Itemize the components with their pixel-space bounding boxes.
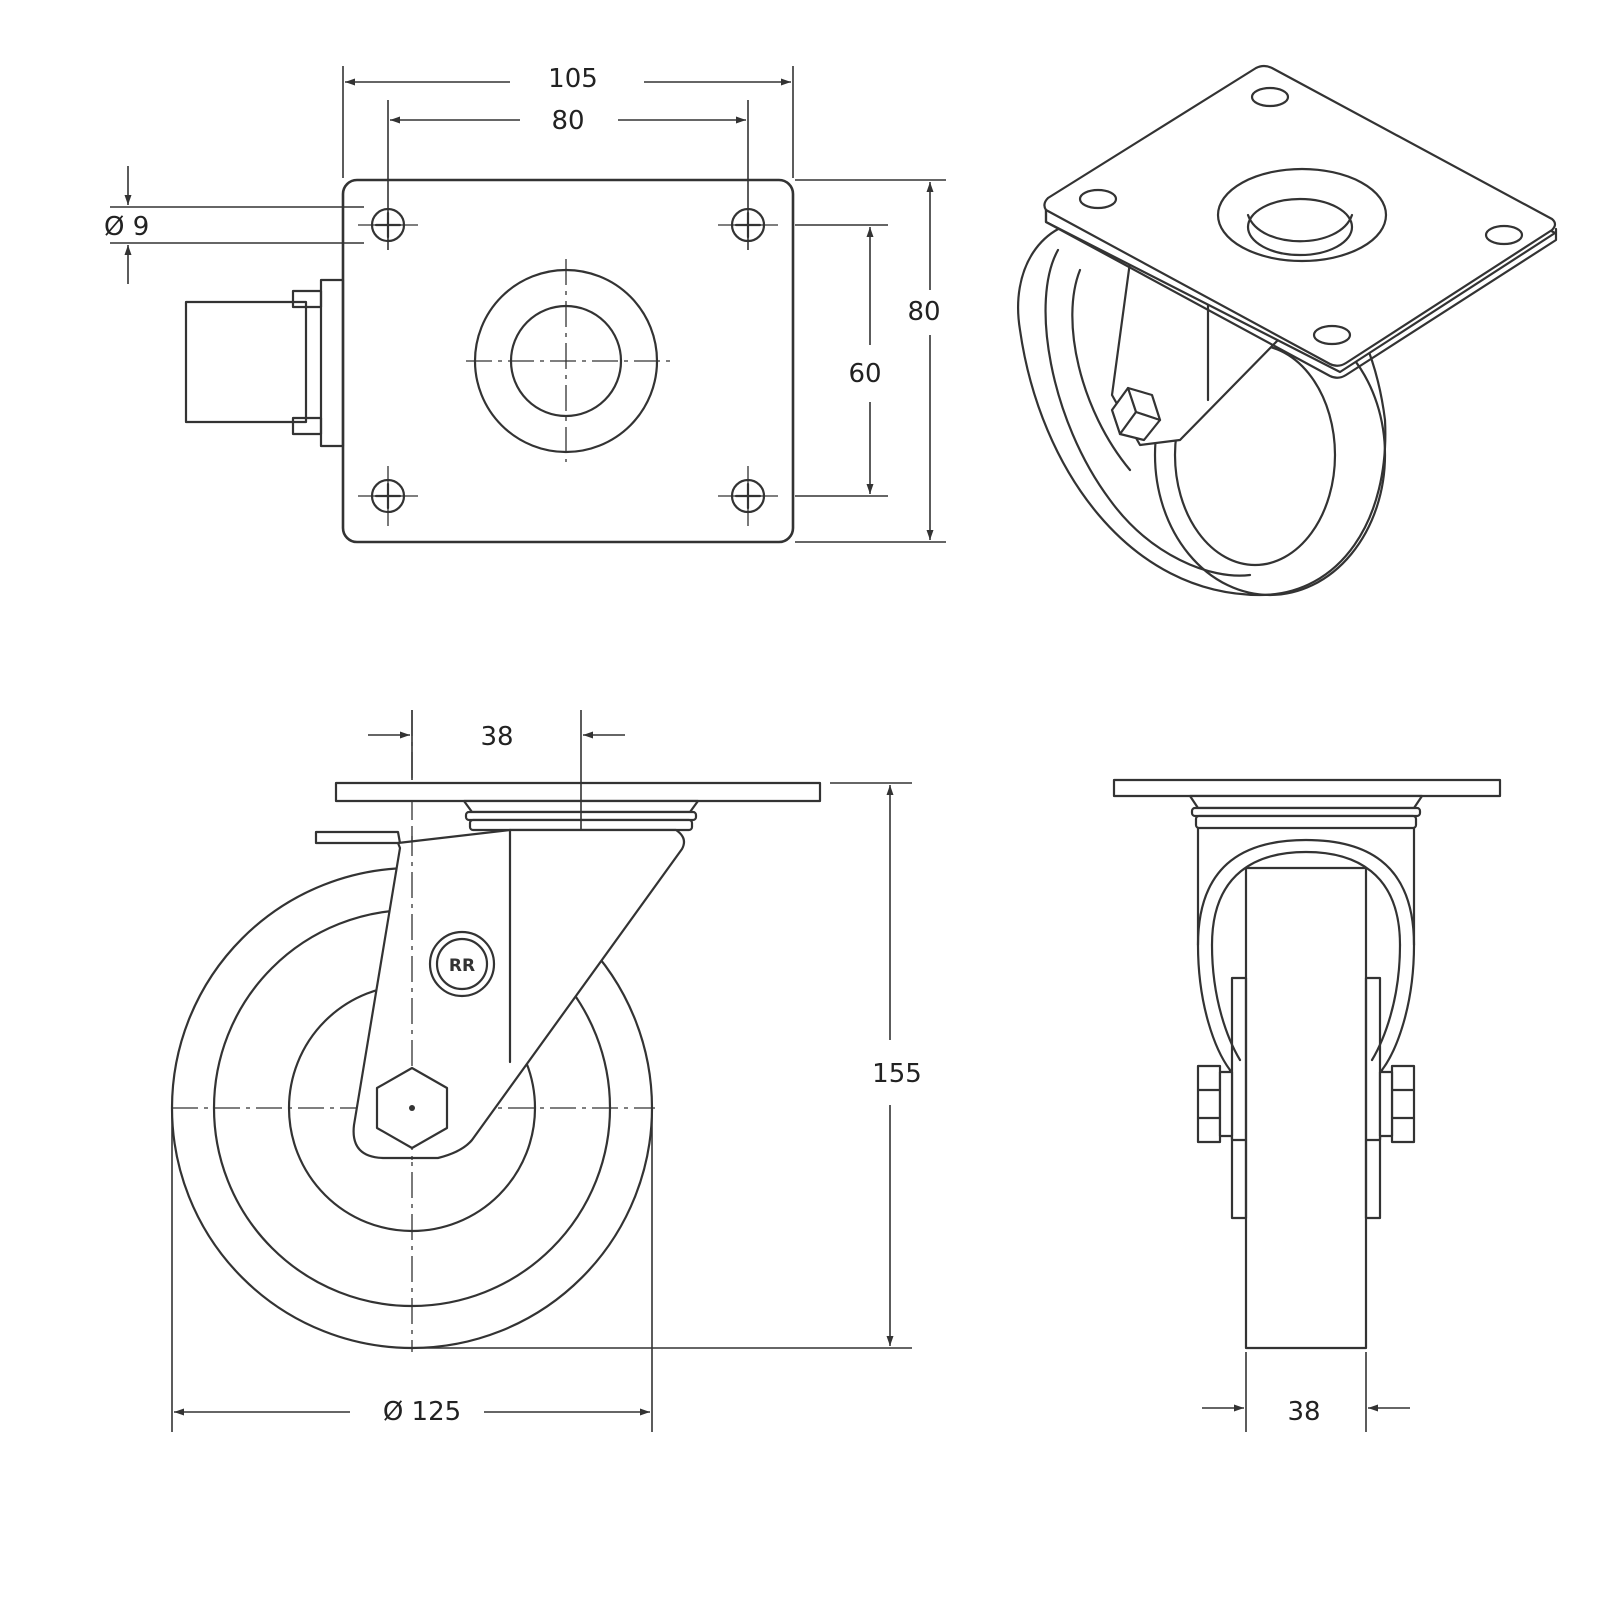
front-axle-nut-left xyxy=(1196,1064,1222,1144)
front-fork-outline xyxy=(1196,826,1248,1142)
brand-logo-text: RR xyxy=(449,956,475,976)
iso-plate xyxy=(1043,64,1558,379)
top-view: 105 80 Ø 9 80 xyxy=(104,64,946,544)
dim-offset: 38 xyxy=(368,710,625,830)
brake-boss xyxy=(184,278,345,448)
brand-logo: RR xyxy=(428,930,496,998)
mounting-hole-bottom-right xyxy=(718,466,778,526)
iso-kingpin-outer xyxy=(1216,167,1388,263)
side-fork-leg xyxy=(352,828,686,1160)
mounting-hole-bottom-left xyxy=(358,466,418,526)
dim-label-hole-diameter: Ø 9 xyxy=(104,212,149,242)
top-plate-outline xyxy=(341,178,795,544)
dim-hole-spacing-width: 80 xyxy=(387,100,749,250)
dim-hole-diameter: Ø 9 xyxy=(104,166,364,284)
iso-hole-right xyxy=(1484,224,1524,246)
dim-label-wheel-diameter: Ø 125 xyxy=(383,1397,461,1427)
iso-hole-left xyxy=(1078,188,1118,210)
dim-label-155: 155 xyxy=(872,1059,922,1089)
dim-plate-height: 80 xyxy=(795,179,946,543)
dim-label-80-width: 80 xyxy=(551,106,584,136)
front-wheel-tread xyxy=(1244,866,1368,1350)
dim-overall-height: 155 xyxy=(412,782,922,1349)
iso-kingpin-inner xyxy=(1246,197,1354,257)
iso-hole-front xyxy=(1312,324,1352,346)
front-axle-nut-right xyxy=(1390,1064,1416,1144)
dim-plate-width: 105 xyxy=(342,64,794,178)
dim-label-80-height: 80 xyxy=(907,297,940,327)
iso-hole-back xyxy=(1250,86,1290,108)
dim-wheel-width: 38 xyxy=(1202,1352,1410,1432)
side-brake-lever xyxy=(314,830,402,845)
front-view: 38 xyxy=(1112,778,1502,1432)
dim-hole-spacing-height: 60 xyxy=(795,224,888,497)
dim-label-38-width: 38 xyxy=(1287,1397,1320,1427)
side-top-plate xyxy=(334,781,822,803)
side-view: RR 38 155 Ø 125 xyxy=(170,710,922,1432)
dim-label-105: 105 xyxy=(548,64,598,94)
dim-label-60: 60 xyxy=(848,359,881,389)
isometric-view xyxy=(1017,64,1558,597)
dim-wheel-diameter: Ø 125 xyxy=(171,1108,653,1432)
dim-label-38-offset: 38 xyxy=(480,722,513,752)
front-top-plate xyxy=(1112,778,1502,798)
